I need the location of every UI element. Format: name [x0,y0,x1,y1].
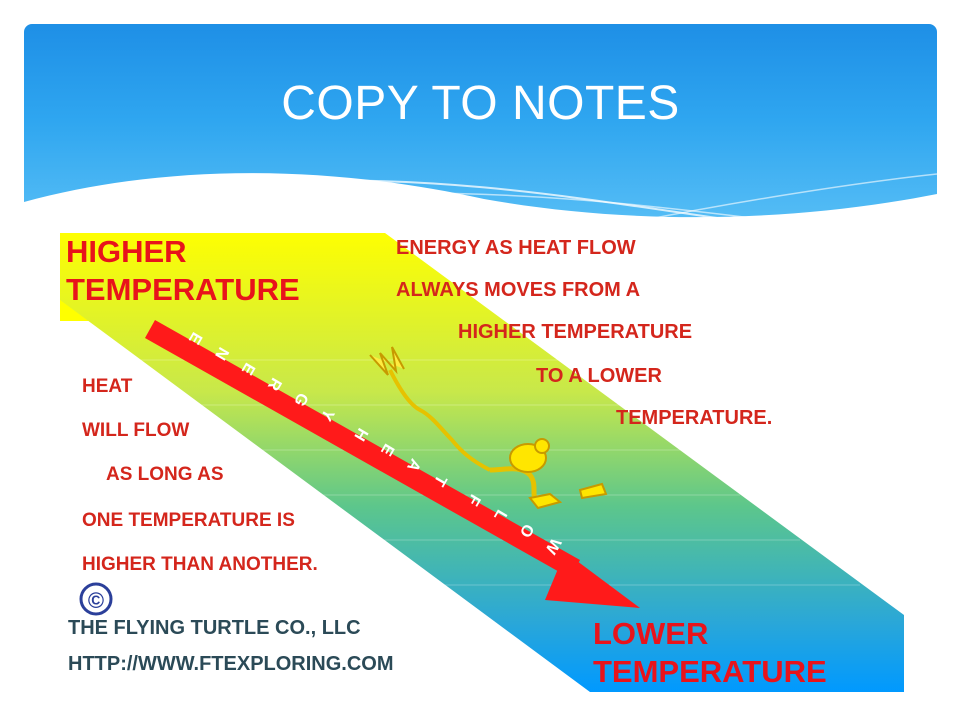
slide-title: COPY TO NOTES [281,77,680,130]
header-wave-decoration [24,173,937,239]
temperature-gradient-band [60,233,904,692]
flying-turtle-illustration [369,346,608,510]
right-text-line2: ALWAYS MOVES FROM A [396,279,640,301]
right-text-line1: ENERGY AS HEAT FLOW [396,237,636,259]
left-text-line2: WILL FLOW [82,420,189,441]
lower-label-line1: LOWER [593,616,708,651]
right-text-line4: TO A LOWER [536,365,662,387]
lower-label-line2: TEMPERATURE [593,654,827,689]
gradient-steps [120,359,860,586]
left-text-line1: HEAT [82,376,133,397]
company-website: HTTP://WWW.FTEXPLORING.COM [68,653,394,675]
higher-label-line2: TEMPERATURE [66,272,300,307]
right-text-line5: TEMPERATURE. [616,407,772,429]
left-text-line3: AS LONG AS [106,464,224,485]
slide-header: COPY TO NOTES [24,24,937,239]
right-text-line3: HIGHER TEMPERATURE [458,321,692,343]
higher-label-line1: HIGHER [66,234,187,269]
left-text-line4: ONE TEMPERATURE IS [82,510,295,531]
copyright-symbol: © [88,588,104,613]
energy-heat-flow-arrow [145,320,640,608]
company-name: THE FLYING TURTLE CO., LLC [68,617,361,639]
copyright-icon [79,582,113,616]
left-text-line5: HIGHER THAN ANOTHER. [82,554,318,575]
